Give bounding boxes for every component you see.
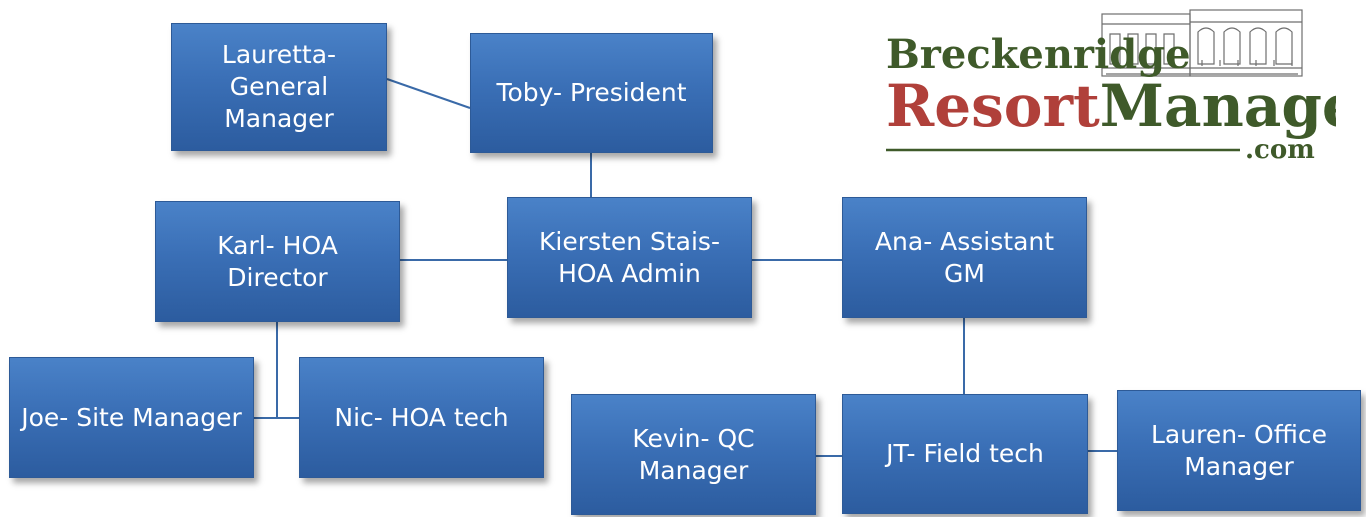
node-ana-label: Ana- Assistant GM <box>874 226 1055 288</box>
logo-line1: Breckenridge <box>886 31 1191 78</box>
node-jt: JT- Field tech <box>842 394 1088 514</box>
svg-text:ResortManagers: ResortManagers <box>886 72 1336 140</box>
node-toby: Toby- President <box>470 33 713 153</box>
node-joe: Joe- Site Manager <box>9 357 254 478</box>
node-ana: Ana- Assistant GM <box>842 197 1087 318</box>
node-lauretta-label: Lauretta- General Manager <box>221 40 337 133</box>
node-lauren: Lauren- Office Manager <box>1117 390 1361 511</box>
node-nic-label: Nic- HOA tech <box>334 402 509 432</box>
node-kevin-label: Kevin- QC Manager <box>632 423 755 485</box>
connector-lauretta-toby <box>386 78 471 109</box>
logo-line3: .com <box>1245 135 1315 164</box>
node-karl: Karl- HOA Director <box>155 201 400 322</box>
logo-line2a: Resort <box>886 72 1100 140</box>
logo-graphic: Breckenridge ResortManagers .com <box>886 9 1366 165</box>
node-karl-label: Karl- HOA Director <box>217 230 338 292</box>
node-lauren-label: Lauren- Office Manager <box>1151 419 1327 481</box>
node-kevin: Kevin- QC Manager <box>571 394 816 515</box>
node-joe-label: Joe- Site Manager <box>21 402 242 432</box>
node-nic: Nic- HOA tech <box>299 357 544 478</box>
node-kiersten: Kiersten Stais- HOA Admin <box>507 197 752 318</box>
company-logo: Breckenridge ResortManagers .com <box>880 8 1366 165</box>
node-lauretta: Lauretta- General Manager <box>171 23 387 151</box>
node-toby-label: Toby- President <box>496 78 687 107</box>
node-jt-label: JT- Field tech <box>886 439 1044 468</box>
logo-line2b: Managers <box>1100 72 1336 140</box>
node-kiersten-label: Kiersten Stais- HOA Admin <box>539 226 720 288</box>
building-sketch-icon <box>1101 9 1303 77</box>
